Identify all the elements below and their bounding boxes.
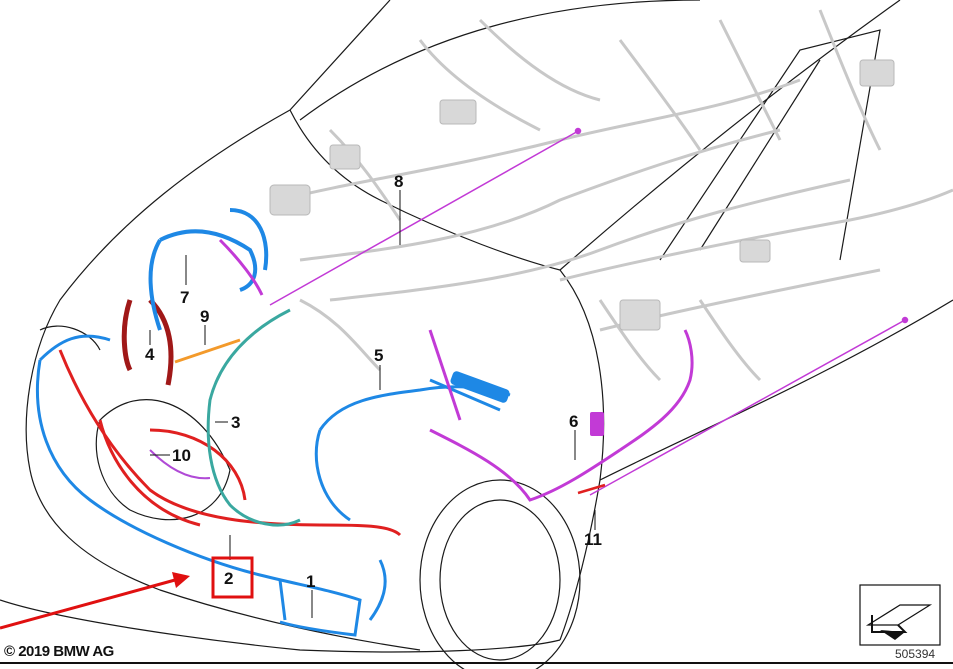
harness-1-blue <box>35 334 387 637</box>
highlight-box <box>211 556 254 599</box>
callout-6: 6 <box>569 412 578 431</box>
harness-2-red <box>58 349 402 537</box>
harness-5-blue <box>314 378 511 522</box>
copyright-text: © 2019 BMW AG <box>4 643 114 660</box>
harness-4-darkred <box>121 298 174 386</box>
harness-6-magenta <box>428 329 694 502</box>
background-components <box>269 59 895 331</box>
callouts: 1 2 3 4 5 6 7 8 9 10 11 <box>145 172 602 591</box>
harness-5-connector <box>450 371 510 403</box>
callout-2: 2 <box>224 569 233 588</box>
highlight-annotation <box>0 556 254 630</box>
harness-6-module <box>590 412 604 436</box>
harness-7-magenta <box>218 238 264 296</box>
callout-3: 3 <box>231 413 240 432</box>
leader-lines <box>149 190 596 618</box>
highlight-arrowhead <box>172 572 190 588</box>
callout-11: 11 <box>584 530 602 549</box>
callout-9: 9 <box>200 307 209 326</box>
harness-7-blue <box>148 208 269 331</box>
harness-3-teal <box>206 308 301 527</box>
harness-9-orange <box>174 338 241 364</box>
reference-number: 505394 <box>895 647 936 661</box>
highlight-arrow <box>0 578 176 630</box>
harness-8-magenta <box>269 127 582 306</box>
footer-rule <box>0 662 953 664</box>
direction-arrow-icon <box>859 584 941 646</box>
harness-11 <box>589 316 909 496</box>
background-wiring <box>279 9 953 382</box>
callout-8: 8 <box>394 172 403 191</box>
callout-1: 1 <box>306 572 315 591</box>
callout-7: 7 <box>180 288 189 307</box>
callout-10: 10 <box>172 446 191 465</box>
callout-5: 5 <box>374 346 383 365</box>
callout-4: 4 <box>145 345 155 364</box>
harness-11-red <box>577 483 606 495</box>
